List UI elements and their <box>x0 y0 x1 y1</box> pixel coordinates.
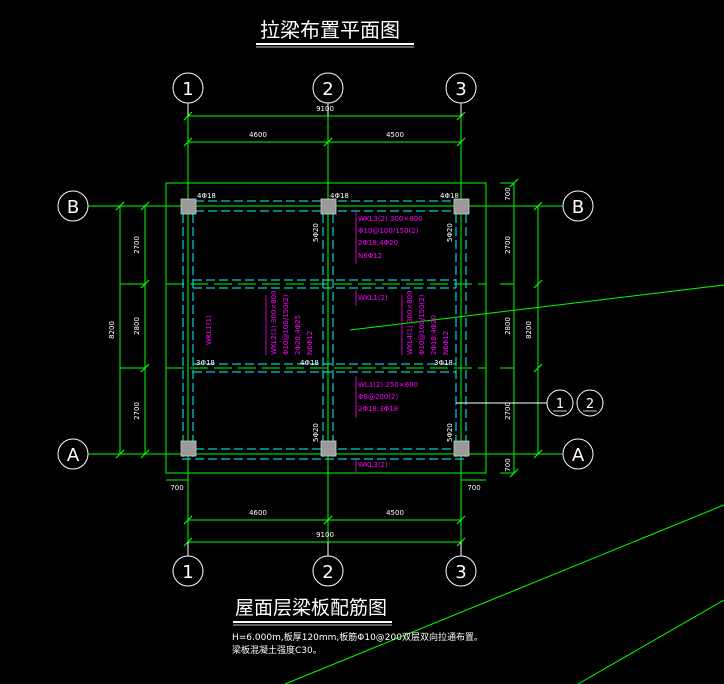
beam-wl1-size: WL1(2) 250×600 <box>358 381 418 389</box>
axis-bubble-left-b <box>57 190 89 222</box>
rebar-mid-left: 3Φ18 <box>196 359 215 367</box>
rebar-col-b1: 4Φ18 <box>197 192 216 200</box>
dim-span-2-right: 2800 <box>504 317 512 335</box>
axis-label-top-1: 1 <box>182 79 193 100</box>
beam-wkl2-size: WKL2(1) 300×800 <box>270 290 278 355</box>
axis-bubble-right-a <box>562 438 594 470</box>
column-b1 <box>180 198 197 215</box>
columns <box>180 198 470 457</box>
detail-callout-1 <box>546 389 574 417</box>
rebar-vert-a2: 5Φ20 <box>312 423 320 442</box>
dim-total-width-bottom: 9100 <box>316 531 334 539</box>
beam-wkl3-top-waist: N6Φ12 <box>358 252 382 260</box>
detail-callout-label-2: 2 <box>586 397 594 412</box>
note-line-2: 梁板混凝土强度C30。 <box>232 644 322 656</box>
beam-wkl2-waist: N6Φ12 <box>306 331 314 355</box>
axis-bubble-top-3 <box>445 72 477 104</box>
dim-edge-left: 700 <box>170 484 183 492</box>
beam-outlines <box>182 200 467 460</box>
beam-wkl2-bars: 2Φ20;4Φ25 <box>294 315 302 355</box>
rebar-mid-center: 4Φ18 <box>300 359 319 367</box>
dim-total-width-top: 9100 <box>316 105 334 113</box>
detail-callout-2 <box>576 389 604 417</box>
beam-wkl3-top-size: WKL3(2) 300×800 <box>358 215 423 223</box>
dim-span-1-top: 4600 <box>249 131 267 139</box>
beam-wkl1-left: WKL1(1) <box>205 315 213 345</box>
axis-bubble-top-1 <box>172 72 204 104</box>
axis-lines <box>88 103 724 684</box>
dim-span-3-left: 2700 <box>133 402 141 420</box>
rebar-col-b2: 4Φ18 <box>330 192 349 200</box>
beam-wkl1-mid: WKL1(2) <box>358 294 388 302</box>
beam-wl1-stirrup: Φ8@200(2) <box>358 393 399 401</box>
column-a3 <box>453 440 470 457</box>
column-a2 <box>320 440 337 457</box>
dim-span-3-right: 2700 <box>504 402 512 420</box>
dim-total-height-right: 8200 <box>525 321 533 339</box>
detail-callout-label-1: 1 <box>556 397 564 412</box>
axis-label-top-3: 3 <box>455 79 466 100</box>
top-title: 拉梁布置平面图 <box>260 18 400 42</box>
axis-label-left-b: B <box>67 197 79 218</box>
beam-wkl4-bars: 2Φ18;4Φ20 <box>430 315 438 355</box>
dim-edge-bottom-right: 700 <box>504 458 512 471</box>
dim-edge-top-right: 700 <box>504 187 512 200</box>
rebar-mid-right: 3Φ18 <box>434 359 453 367</box>
dim-span-2-left: 2800 <box>133 317 141 335</box>
dim-span-2-bottom: 4500 <box>386 509 404 517</box>
column-b3 <box>453 198 470 215</box>
column-b2 <box>320 198 337 215</box>
beam-wkl3-top-stirrup: Φ10@100/150(2) <box>358 227 419 235</box>
axis-label-top-2: 2 <box>322 79 333 100</box>
bottom-title: 屋面层梁板配筋图 <box>235 597 387 619</box>
dim-edge-right: 700 <box>467 484 480 492</box>
axis-label-left-a: A <box>67 445 80 466</box>
dim-span-1-right: 2700 <box>504 236 512 254</box>
axis-bubbles <box>57 72 604 587</box>
rebar-col-b3: 4Φ18 <box>440 192 459 200</box>
rebar-vert-b3: 5Φ20 <box>446 223 454 242</box>
dim-span-2-top: 4500 <box>386 131 404 139</box>
beam-wkl4-stirrup: Φ10@100/150(2) <box>418 294 426 355</box>
axis-label-right-b: B <box>572 197 584 218</box>
dim-total-height-left: 8200 <box>108 321 116 339</box>
axis-bubble-left-a <box>57 438 89 470</box>
beam-wkl2-stirrup: Φ10@100/150(2) <box>282 294 290 355</box>
beam-wkl4-waist: N6Φ12 <box>442 331 450 355</box>
rebar-vert-b2: 5Φ20 <box>312 223 320 242</box>
axis-bubble-right-b <box>562 190 594 222</box>
dim-span-1-left: 2700 <box>133 236 141 254</box>
beam-wkl3-top-bars: 2Φ18;4Φ20 <box>358 239 398 247</box>
note-line-1: H=6.000m,板厚120mm,板筋Φ10@200双层双向拉通布置。 <box>232 631 483 643</box>
beam-wl1-bars: 2Φ18;3Φ18 <box>358 405 398 413</box>
axis-label-bottom-1: 1 <box>182 562 193 583</box>
axis-label-bottom-2: 2 <box>322 562 333 583</box>
axis-bubble-bottom-1 <box>172 555 204 587</box>
dimension-ticks <box>115 111 543 547</box>
dim-span-1-bottom: 4600 <box>249 509 267 517</box>
axis-bubble-bottom-2 <box>312 555 344 587</box>
axis-bubble-top-2 <box>312 72 344 104</box>
rebar-vert-a3: 5Φ20 <box>446 423 454 442</box>
beam-wkl4-size: WKL4(1) 300×800 <box>406 290 414 355</box>
beam-wkl3-bottom: WKL3(2) <box>358 461 388 469</box>
axis-bubble-bottom-3 <box>445 555 477 587</box>
axis-label-right-a: A <box>572 445 585 466</box>
column-a1 <box>180 440 197 457</box>
axis-label-bottom-3: 3 <box>455 562 466 583</box>
